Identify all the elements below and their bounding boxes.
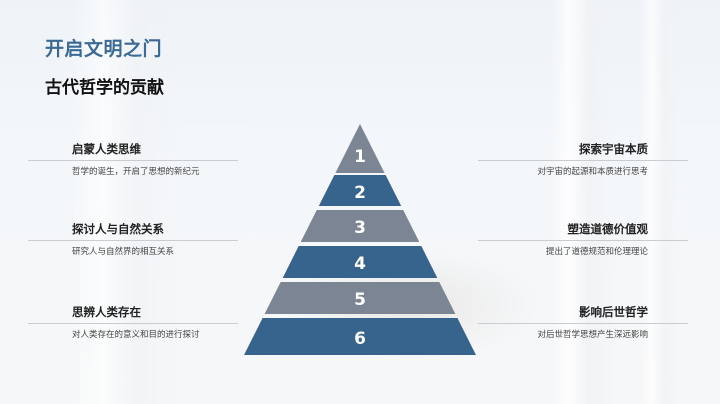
- item-heading: 塑造道德价值观: [478, 221, 688, 241]
- left-item-1: 启蒙人类思维 哲学的诞生，开启了思想的新纪元: [28, 141, 238, 177]
- item-heading: 启蒙人类思维: [28, 141, 238, 161]
- pyramid-label-2: 2: [354, 183, 366, 203]
- item-description: 对后世哲学思想产生深远影响: [537, 330, 648, 340]
- item-heading: 思辨人类存在: [28, 304, 238, 324]
- pyramid-label-6: 6: [354, 329, 366, 349]
- right-item-3: 影响后世哲学 对后世哲学思想产生深远影响: [478, 304, 688, 340]
- pyramid-label-4: 4: [354, 254, 366, 274]
- item-description: 对宇宙的起源和本质进行思考: [537, 167, 648, 177]
- item-description: 对人类存在的意义和目的进行探讨: [72, 330, 200, 340]
- pyramid-layer-1: [335, 124, 385, 173]
- item-heading: 探讨人与自然关系: [28, 221, 238, 241]
- pyramid-layer-2: [318, 175, 402, 206]
- pyramid-layer-5: [264, 282, 456, 314]
- left-item-2: 探讨人与自然关系 研究人与自然界的相互关系: [28, 221, 238, 257]
- item-description: 研究人与自然界的相互关系: [72, 247, 175, 257]
- background-column-far-right: [640, 0, 680, 404]
- page-subtitle: 古代哲学的贡献: [45, 78, 164, 98]
- pyramid-label-3: 3: [354, 218, 366, 238]
- left-item-3: 思辨人类存在 对人类存在的意义和目的进行探讨: [28, 304, 238, 340]
- pyramid-layer-3: [300, 210, 420, 242]
- background-column-right: [550, 0, 615, 404]
- pyramid-layer-6: [244, 318, 476, 355]
- right-item-1: 探索宇宙本质 对宇宙的起源和本质进行思考: [478, 141, 688, 177]
- pyramid-label-1: 1: [354, 147, 366, 167]
- item-heading: 影响后世哲学: [478, 304, 688, 324]
- item-description: 提出了道德规范和伦理理论: [545, 247, 648, 257]
- item-description: 哲学的诞生，开启了思想的新纪元: [72, 167, 200, 177]
- right-item-2: 塑造道德价值观 提出了道德规范和伦理理论: [478, 221, 688, 257]
- background-column-left: [70, 0, 180, 404]
- pyramid-label-5: 5: [354, 290, 366, 310]
- item-heading: 探索宇宙本质: [478, 141, 688, 161]
- pyramid-layer-4: [282, 246, 438, 278]
- page-title: 开启文明之门: [45, 38, 163, 60]
